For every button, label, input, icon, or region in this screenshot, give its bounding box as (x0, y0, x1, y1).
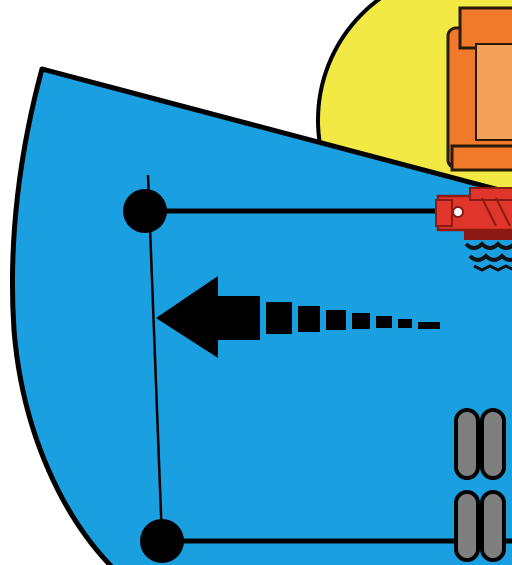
tire-icon (454, 408, 506, 562)
tie-line (146, 174, 164, 541)
arrow-left-icon (156, 276, 440, 358)
lower-pivot-dot-icon (140, 519, 184, 563)
upper-pivot-dot-icon (123, 189, 167, 233)
operator-cab (446, 6, 512, 172)
crane-machine-icon (435, 187, 512, 272)
